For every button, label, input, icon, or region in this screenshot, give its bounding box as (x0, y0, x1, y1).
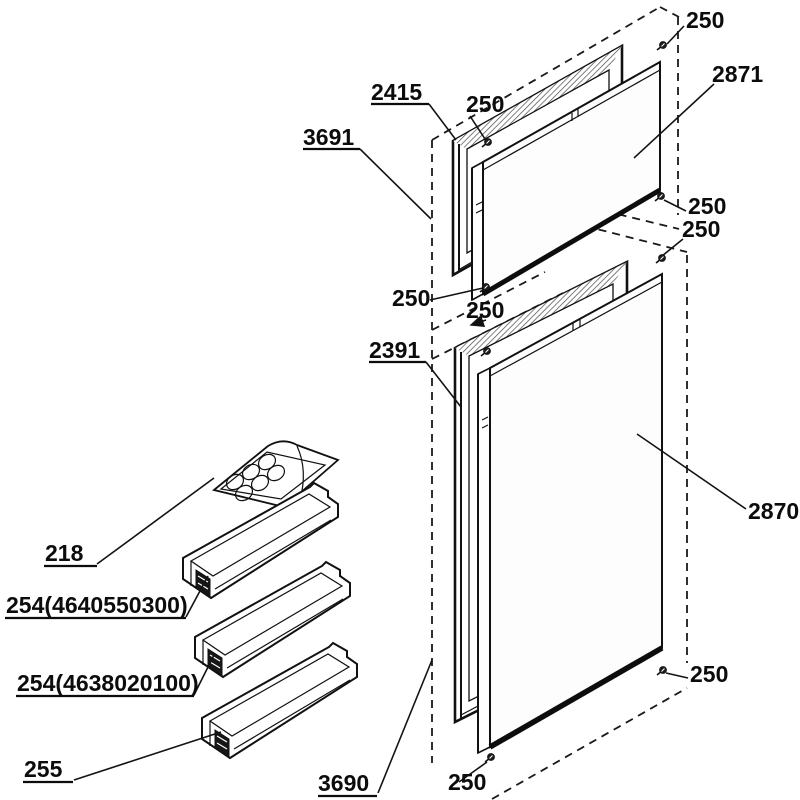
fridge-liner-dashed-top-right (584, 225, 688, 253)
part-label-3691: 3691 (303, 124, 354, 150)
door-shelves (182, 440, 358, 759)
part-label-254-4638020100: 254(4638020100) (17, 670, 199, 696)
freezer-liner-dashed-top-corner (659, 6, 680, 18)
part-label-250-freezer-top: 250 (466, 91, 504, 117)
part-label-250-right-mid-2: 250 (682, 216, 720, 242)
part-label-2870: 2870 (748, 498, 799, 524)
part-label-254-4640550300: 254(4640550300) (6, 592, 188, 618)
part-label-218: 218 (45, 540, 84, 566)
screw-icon (655, 253, 667, 264)
part-label-250-bottom-center: 250 (448, 769, 486, 795)
screw-icon (484, 752, 496, 763)
part-label-250-right-mid-1: 250 (688, 193, 726, 219)
freezer-liner-dashed-bottom-right (604, 210, 680, 230)
freezer-door-assembly (451, 43, 662, 302)
freezer-door-panel (471, 60, 662, 302)
freezer-liner-dashed-top (431, 6, 661, 141)
part-label-250-fridge-top: 250 (466, 297, 504, 323)
part-label-250-top-right: 250 (686, 7, 724, 33)
part-label-250-bottom-right: 250 (690, 661, 728, 687)
fridge-door-assembly (453, 259, 664, 755)
part-label-3690: 3690 (318, 770, 369, 796)
part-label-2415: 2415 (371, 79, 422, 105)
freezer-liner-dashed-bottom-left (431, 271, 546, 331)
part-label-2391: 2391 (369, 337, 420, 363)
part-label-250-mid-left: 250 (392, 285, 430, 311)
part-label-255: 255 (24, 756, 63, 782)
screw-icon (656, 665, 668, 676)
part-labels: 250 2871 2415 250 3691 250 250 250 250 2… (6, 7, 799, 796)
fridge-door-panel (477, 272, 664, 755)
egg-tray (212, 440, 340, 508)
part-label-2871: 2871 (712, 61, 763, 87)
screw-icon (656, 40, 668, 51)
egg-tray-holes (225, 453, 286, 502)
leader-lines (5, 25, 747, 798)
fridge-liner-dashed-bottom (491, 687, 688, 800)
